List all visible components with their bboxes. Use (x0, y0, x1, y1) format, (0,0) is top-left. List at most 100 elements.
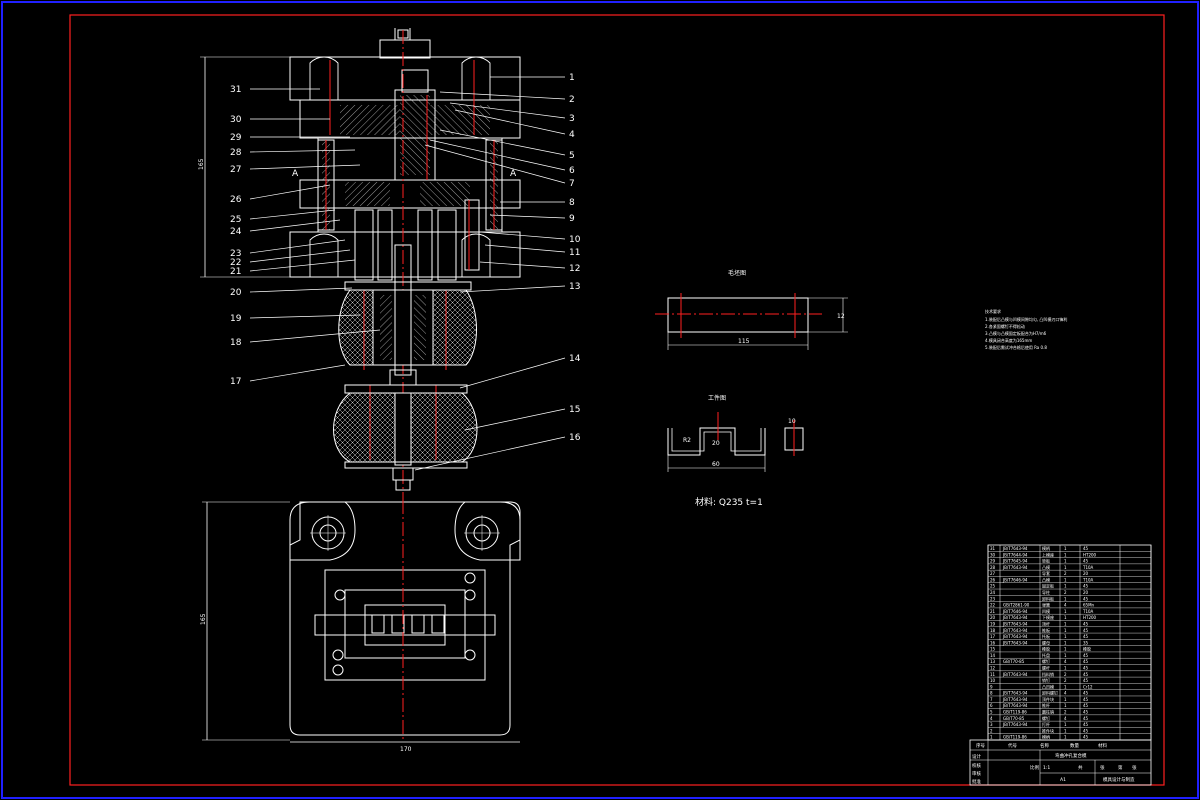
bom-cell: 18 (990, 628, 996, 633)
bom-cell: 9 (990, 684, 993, 689)
note-line: 4.模具闭合高度为165mm (985, 337, 1032, 343)
bom-cell: 1 (1064, 647, 1067, 652)
note-line: 3.凸模与凸模固定板配合为H7/m6 (985, 330, 1047, 336)
bom-header-mat: 材料 (1098, 742, 1107, 749)
bom-cell: 4 (1064, 716, 1067, 721)
blank-title: 毛坯图 (728, 269, 746, 277)
bom-cell: 4 (1064, 603, 1067, 608)
footer-label: 设计 (972, 753, 981, 760)
part-number: 8 (569, 198, 575, 208)
bom-cell: 橡胶 (1083, 646, 1091, 652)
part-number: 5 (569, 151, 575, 161)
part-number: 15 (569, 405, 580, 415)
bom-cell: 5 (990, 710, 993, 715)
bom-cell: 45 (1083, 596, 1089, 601)
bom-cell: 6 (990, 703, 993, 708)
bom-cell: 45 (1083, 546, 1089, 551)
bom-cell: JB/T7643-94 (1002, 697, 1028, 702)
company: 模具设计与制造 (1103, 776, 1135, 783)
bom-cell: 45 (1083, 659, 1089, 664)
bom-cell: 26 (990, 577, 996, 582)
bom-header-name: 名称 (1040, 742, 1049, 749)
bom-cell: GB/T119-86 (1003, 735, 1027, 740)
bom-cell: 凸凹模 (1042, 683, 1054, 689)
bom-header-code: 代号 (1008, 742, 1017, 749)
title-block-title: 弯曲冲孔复合模 (1055, 752, 1087, 759)
footer-mid: 张 (1132, 764, 1137, 771)
part-number: 26 (230, 195, 242, 205)
part-number: 16 (569, 433, 581, 443)
bom-cell: 螺钉 (1042, 715, 1050, 721)
footer-label: 审核 (972, 770, 981, 777)
bom-cell: 推板 (1042, 627, 1050, 633)
bom-cell: 凸模 (1042, 564, 1050, 570)
bom-cell: 1 (1064, 596, 1067, 601)
bom-cell: 螺杆 (1042, 665, 1050, 671)
bom-cell: 28 (990, 565, 996, 570)
part-number: 23 (230, 249, 241, 259)
blank-width: 12 (837, 313, 845, 320)
part-number: 12 (569, 264, 580, 274)
dim-plan-height: 165 (200, 613, 207, 625)
bom-cell: 45 (1083, 691, 1089, 696)
scale: 1:1 (1043, 765, 1050, 771)
bom-cell: 模柄 (1042, 545, 1050, 551)
bom-cell: 13 (990, 659, 996, 664)
bom-cell: JB/T7643-94 (1002, 691, 1028, 696)
inner-border (69, 14, 1165, 786)
bom-cell: 45 (1083, 722, 1089, 727)
bom-cell: 27 (990, 571, 996, 576)
bom-cell: 4 (990, 716, 993, 721)
plan-view: 165 170 (200, 500, 521, 753)
bom-cell: 2 (990, 728, 993, 733)
bom-cell: GB/T70-85 (1003, 659, 1025, 664)
part-number: 9 (569, 214, 575, 224)
bom-cell: 45 (1083, 559, 1089, 564)
part-number: 19 (230, 314, 242, 324)
bom-cell: 17 (990, 634, 996, 639)
bom-cell: 45 (1083, 697, 1089, 702)
bom-cell: 1 (1064, 584, 1067, 589)
part-number: 3 (569, 114, 575, 124)
bom-cell: 螺母 (1042, 639, 1050, 645)
bom-cell: 2 (1064, 571, 1067, 576)
bom-header-no: 序号 (976, 742, 985, 749)
bom-cell: 2 (1064, 678, 1067, 683)
bom-cell: JB/T7643-94 (1002, 628, 1028, 633)
bom-cell: 45 (1083, 710, 1089, 715)
bom-cell: 圆柱销 (1042, 709, 1054, 715)
part-number: 6 (569, 166, 575, 176)
bom-cell: 1 (1064, 666, 1067, 671)
workpiece-title: 工件图 (708, 394, 726, 402)
footer-mid: 比例 (1030, 764, 1039, 771)
bom-cell: 22 (990, 603, 996, 608)
section-mark-left: A (292, 169, 299, 179)
part-number: 2 (569, 95, 575, 105)
bom-cell: 20 (990, 615, 996, 620)
bom-cell: 顶件块 (1042, 696, 1054, 702)
bom-cell: JB/T7643-94 (1002, 703, 1028, 708)
bom-cell: 导柱 (1042, 589, 1050, 595)
bom-cell: 24 (990, 590, 996, 595)
bom-cell: 1 (1064, 722, 1067, 727)
bom-cell: 4 (1064, 659, 1067, 664)
bom-cell: 1 (1064, 628, 1067, 633)
part-number: 13 (569, 282, 580, 292)
footer-label: 校核 (972, 762, 981, 769)
part-number: 21 (230, 267, 241, 277)
part-number: 20 (230, 288, 242, 298)
part-number: 28 (230, 148, 242, 158)
part-number: 7 (569, 179, 575, 189)
part-number: 29 (230, 133, 242, 143)
part-number: 4 (569, 130, 575, 140)
bom-cell: 8 (990, 691, 993, 696)
bom-cell: 45 (1083, 703, 1089, 708)
bom-cell: JB/T7643-94 (1002, 672, 1028, 677)
bom-cell: 30 (990, 552, 996, 557)
bom-cell: 45 (1083, 735, 1089, 740)
part-number: 14 (569, 354, 581, 364)
bom-cell: JB/T7643-94 (1002, 634, 1028, 639)
